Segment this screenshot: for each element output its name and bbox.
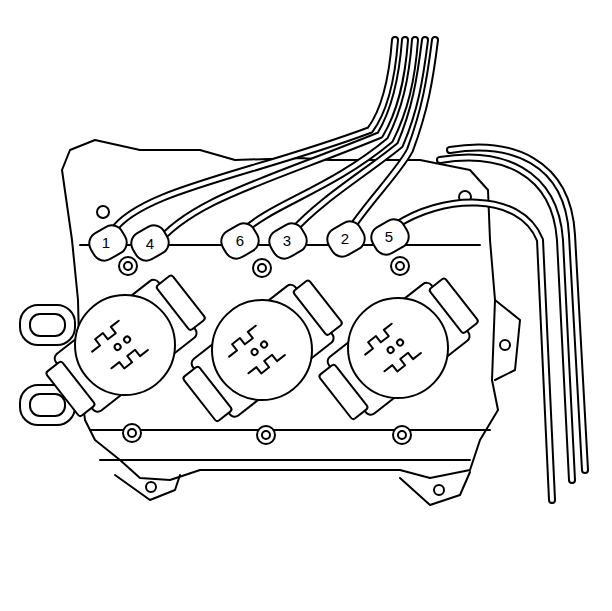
callout-number: 5 bbox=[383, 229, 395, 245]
callout-number: 6 bbox=[234, 233, 246, 249]
callout-number: 1 bbox=[100, 235, 112, 251]
callout-number: 3 bbox=[281, 233, 293, 249]
callout-number: 4 bbox=[144, 236, 156, 252]
callout-number: 2 bbox=[339, 231, 351, 247]
